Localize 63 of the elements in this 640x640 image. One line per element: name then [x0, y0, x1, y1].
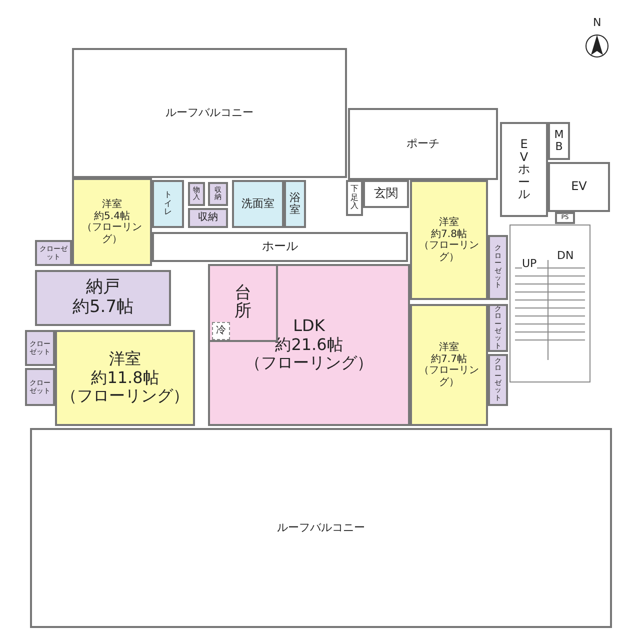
- stair-direction-label: UP: [522, 257, 537, 270]
- storeroom: [35, 270, 171, 326]
- room-label: ホール: [262, 240, 298, 254]
- bedroom-area: [410, 304, 488, 426]
- balcony-area: [30, 428, 612, 628]
- room-label: （フローリング）: [245, 354, 373, 373]
- bathroom: [284, 180, 306, 228]
- storage: [188, 182, 205, 206]
- storage: [208, 182, 228, 206]
- room-label: （フローリング）: [418, 240, 480, 263]
- room-label: 約7.7帖: [431, 354, 467, 365]
- elevator-hall: [500, 122, 548, 217]
- closet: [488, 304, 508, 352]
- storage: [188, 208, 228, 228]
- room-label: 約5.4帖: [94, 210, 130, 222]
- room-label: 洋室: [109, 350, 141, 369]
- room-label: 下足入: [350, 185, 359, 211]
- living-dining-kitchen: [208, 264, 410, 426]
- bedroom-area: [410, 180, 488, 300]
- room-label: ルーフバルコニー: [277, 522, 365, 534]
- room-label: 浴室: [289, 192, 301, 216]
- closet: [488, 235, 508, 300]
- hall-area: [152, 232, 408, 262]
- fridge-space: [212, 322, 230, 340]
- room-label: 約11.8帖: [91, 368, 159, 388]
- bedroom-area: [72, 178, 152, 266]
- room-label: EVホール: [518, 138, 530, 201]
- room-label: ルーフバルコニー: [166, 106, 254, 120]
- bedroom-area: [55, 330, 195, 426]
- closet: [25, 330, 55, 366]
- room-label: 約5.7帖: [72, 298, 134, 318]
- room-label: 玄関: [374, 187, 398, 201]
- room-label: 収納: [198, 212, 218, 224]
- balcony-area: [72, 48, 347, 178]
- room-label: 洋室: [439, 342, 459, 354]
- meter-box: [548, 122, 570, 160]
- room-label: 洋室: [439, 217, 459, 228]
- room-label: 洗面室: [242, 198, 274, 210]
- room-label: EV: [571, 180, 587, 194]
- porch-area: [348, 108, 498, 180]
- room-label: LDK: [293, 317, 325, 336]
- room-label: 台所: [234, 285, 252, 321]
- room-label: 冷: [216, 326, 226, 336]
- compass-letter: N: [593, 16, 602, 29]
- room-label: （フローリング）: [418, 365, 480, 388]
- closet: [488, 354, 508, 406]
- elevator-shaft: [548, 162, 610, 212]
- room-label: トイレ: [164, 191, 172, 217]
- entrance-area: [363, 180, 409, 208]
- room-label: ポーチ: [406, 138, 440, 150]
- toilet-room: [152, 180, 184, 228]
- room-label: MB: [553, 129, 565, 153]
- closet: [35, 240, 72, 266]
- pipe-shaft: [555, 212, 575, 224]
- room-label: 洋室: [102, 199, 122, 210]
- room-label: （フローリング）: [81, 222, 143, 245]
- room-label: （フローリング）: [61, 387, 189, 406]
- room-label: 約7.8帖: [431, 228, 467, 240]
- washroom: [232, 180, 284, 228]
- room-label: 納戸: [86, 278, 120, 298]
- shoe-cabinet: [346, 180, 363, 216]
- stair-direction-label: DN: [557, 249, 574, 262]
- closet: [25, 368, 55, 406]
